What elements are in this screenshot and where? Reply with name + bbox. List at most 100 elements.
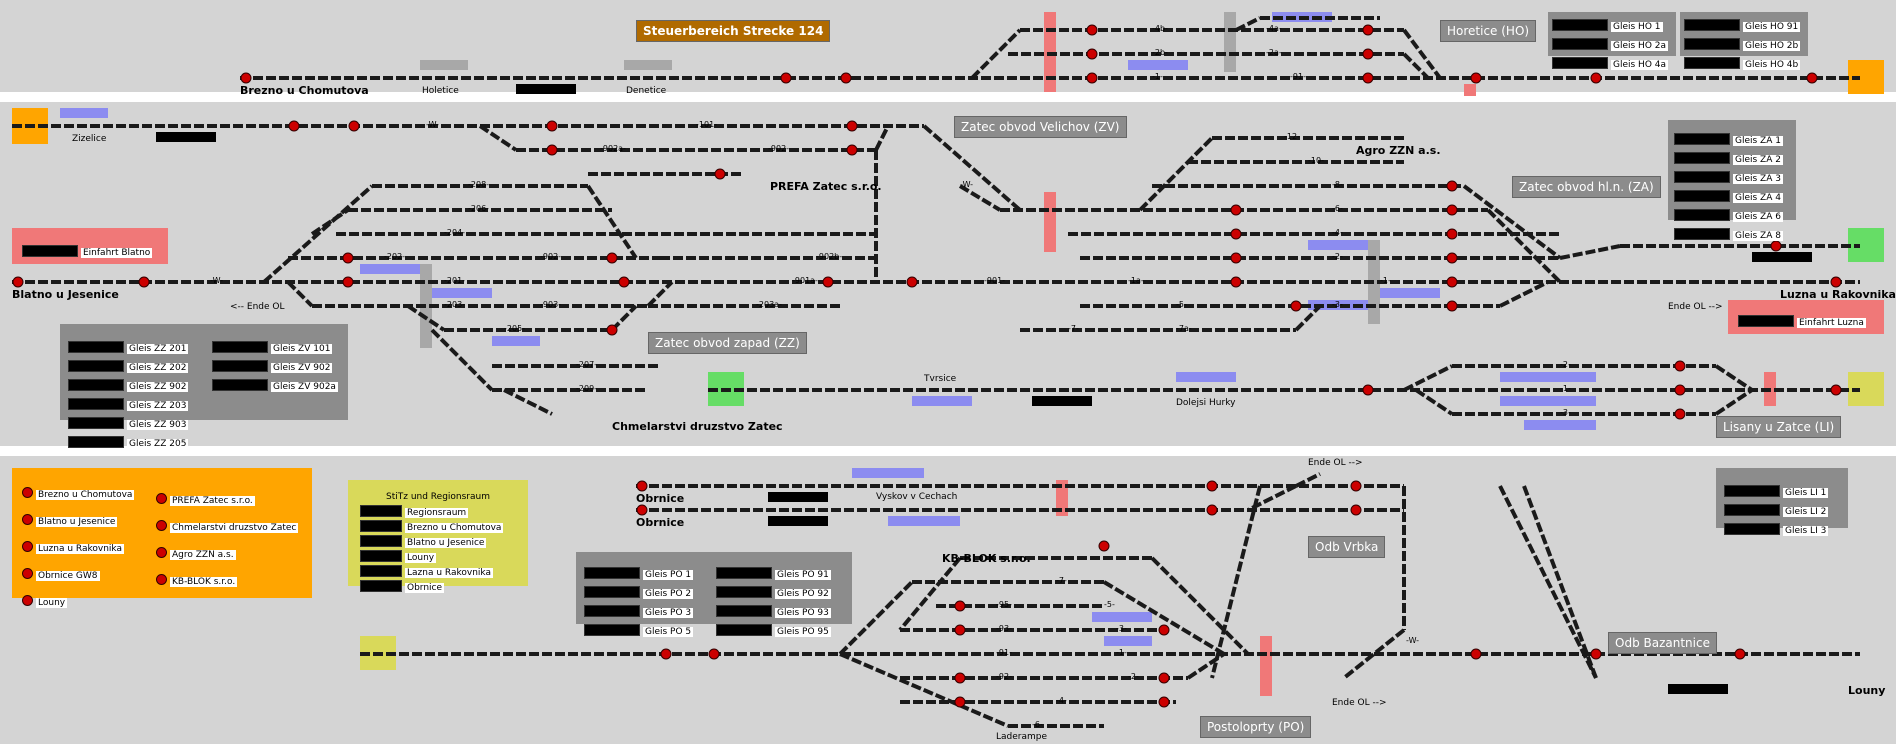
route-indicator[interactable]	[516, 84, 576, 94]
route-indicator[interactable]	[212, 378, 268, 391]
route-indicator[interactable]	[1552, 18, 1608, 31]
route-indicator[interactable]	[68, 435, 124, 448]
signal-icon[interactable]	[156, 574, 167, 585]
route-indicator[interactable]	[1684, 37, 1740, 50]
route-indicator[interactable]	[1724, 503, 1780, 516]
route-indicator[interactable]	[716, 623, 772, 636]
route-indicator[interactable]	[360, 504, 402, 517]
route-indicator[interactable]	[68, 378, 124, 391]
route-indicator[interactable]	[68, 397, 124, 410]
blue-block	[1128, 60, 1188, 70]
route-indicator[interactable]	[1674, 189, 1730, 202]
station-label-kbblok: KB-BLOK s.r.o.	[942, 552, 1031, 565]
route-indicator[interactable]	[68, 359, 124, 372]
track-label: -1-	[1152, 72, 1163, 81]
station-label-vyskov: Vyskov v Cechach	[876, 492, 958, 502]
area-label-zatec-hl[interactable]: Zatec obvod hl.n. (ZA)	[1512, 176, 1661, 198]
track-label: -W-	[210, 276, 224, 285]
blue-block	[1500, 372, 1596, 382]
signal-icon[interactable]	[22, 541, 33, 552]
route-indicator[interactable]	[1684, 18, 1740, 31]
track-label: -2b-	[1152, 48, 1168, 57]
route-indicator[interactable]	[68, 416, 124, 429]
route-indicator[interactable]	[1752, 252, 1812, 262]
gleis-panel-li: Gleis LI 1 Gleis LI 2 Gleis LI 3	[1716, 468, 1848, 536]
route-indicator	[1738, 314, 1794, 327]
route-indicator[interactable]	[156, 132, 216, 142]
ende-ol-label: Ende OL -->	[1668, 302, 1723, 312]
route-indicator[interactable]	[1724, 484, 1780, 497]
track-label: -101-	[696, 120, 718, 129]
route-indicator[interactable]	[584, 566, 640, 579]
route-indicator[interactable]	[212, 340, 268, 353]
signal-icon[interactable]	[156, 493, 167, 504]
route-indicator[interactable]	[1032, 396, 1092, 406]
einfahrt-luzna-label: Einfahrt Luzna	[1797, 318, 1866, 328]
area-label-bazantnice[interactable]: Odb Bazantnice	[1608, 632, 1717, 654]
gleis-label: Gleis HO 4a	[1611, 60, 1669, 70]
signal-icon[interactable]	[22, 514, 33, 525]
legend-label: Regionsraum	[405, 508, 469, 518]
legend-label: Brezno u Chomutova	[36, 490, 135, 500]
blue-block	[1104, 636, 1152, 646]
route-indicator[interactable]	[360, 534, 402, 547]
signal-icon[interactable]	[22, 595, 33, 606]
gleis-label: Gleis PO 1	[643, 570, 694, 580]
route-indicator[interactable]	[584, 585, 640, 598]
station-label-laderampe: Laderampe	[996, 732, 1048, 742]
route-indicator[interactable]	[1552, 37, 1608, 50]
route-indicator[interactable]	[716, 585, 772, 598]
blue-block	[432, 288, 492, 298]
track-label: -201-	[444, 276, 466, 285]
gleis-label: Gleis ZV 902a	[271, 382, 338, 392]
grey-block	[420, 60, 468, 70]
station-label-tvrsice: Tvrsice	[924, 374, 957, 384]
route-indicator[interactable]	[716, 604, 772, 617]
signal-icon[interactable]	[156, 520, 167, 531]
route-indicator[interactable]	[1552, 56, 1608, 69]
route-indicator[interactable]	[360, 564, 402, 577]
route-indicator[interactable]	[1684, 56, 1740, 69]
legend-label: KB-BLOK s.r.o.	[170, 577, 238, 587]
signal-icon[interactable]	[156, 547, 167, 558]
legend-orange: Brezno u Chomutova Blatno u Jesenice Luz…	[12, 468, 312, 608]
signal-icon[interactable]	[22, 568, 33, 579]
gleis-label: Gleis ZZ 202	[127, 363, 189, 373]
einfahrt-blatno-label: Einfahrt Blatno	[81, 248, 153, 258]
route-indicator[interactable]	[1674, 151, 1730, 164]
route-indicator[interactable]	[1674, 170, 1730, 183]
area-label-lisany[interactable]: Lisany u Zatce (LI)	[1716, 416, 1842, 438]
station-label-obrnice-1: Obrnice	[636, 492, 685, 505]
area-label-vrbka[interactable]: Odb Vrbka	[1308, 536, 1386, 558]
route-indicator[interactable]	[1674, 227, 1730, 240]
track-label: -208-	[468, 180, 490, 189]
gleis-label: Gleis HO 4b	[1743, 60, 1801, 70]
route-indicator[interactable]	[716, 566, 772, 579]
area-label-velichov[interactable]: Zatec obvod Velichov (ZV)	[954, 116, 1127, 138]
route-indicator[interactable]	[1674, 208, 1730, 221]
area-label-postoloprty[interactable]: Postoloprty (PO)	[1200, 716, 1312, 738]
route-indicator[interactable]	[584, 623, 640, 636]
track-label: -7-	[1056, 576, 1067, 585]
route-indicator[interactable]	[212, 359, 268, 372]
route-indicator[interactable]	[360, 549, 402, 562]
route-indicator[interactable]	[1724, 522, 1780, 535]
einfahrt-blatno-box[interactable]: Einfahrt Blatno	[12, 228, 168, 264]
area-label-zatec-zapad[interactable]: Zatec obvod zapad (ZZ)	[648, 332, 807, 354]
gleis-panel-ho-b: Gleis HO 91 Gleis HO 2b Gleis HO 4b	[1680, 12, 1808, 70]
route-indicator[interactable]	[360, 579, 402, 592]
area-label-horetice[interactable]: Horetice (HO)	[1440, 20, 1537, 42]
grey-block	[1224, 12, 1236, 72]
route-indicator[interactable]	[768, 492, 828, 502]
legend-label: PREFA Zatec s.r.o.	[170, 496, 255, 506]
route-indicator[interactable]	[68, 340, 124, 353]
route-indicator[interactable]	[360, 519, 402, 532]
einfahrt-luzna-box[interactable]: Einfahrt Luzna	[1728, 300, 1884, 334]
track-label: -902a-	[600, 144, 626, 153]
route-indicator[interactable]	[1668, 684, 1728, 694]
route-indicator[interactable]	[584, 604, 640, 617]
route-indicator[interactable]	[1674, 132, 1730, 145]
blue-block	[852, 468, 924, 478]
signal-icon[interactable]	[22, 487, 33, 498]
route-indicator[interactable]	[768, 516, 828, 526]
